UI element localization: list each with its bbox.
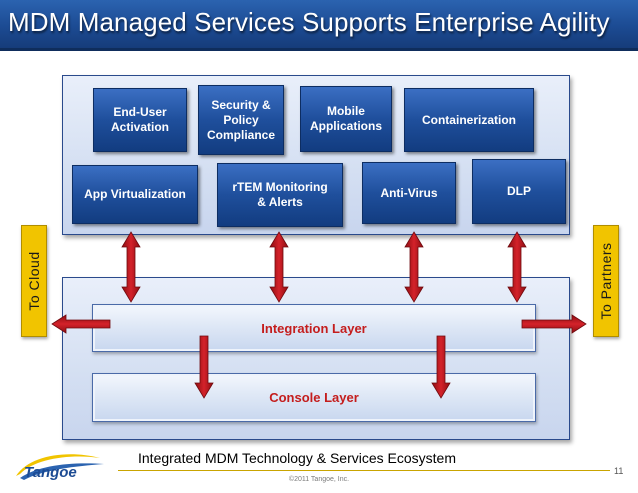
to-partners-tab: To Partners — [593, 225, 619, 337]
slide-title: MDM Managed Services Supports Enterprise… — [8, 7, 610, 37]
down-arrow-left — [194, 335, 214, 399]
mobile-applications-box: Mobile Applications — [300, 86, 392, 152]
to-cloud-tab: To Cloud — [21, 225, 47, 337]
containerization-box: Containerization — [404, 88, 534, 152]
ecosystem-caption: Integrated MDM Technology & Services Eco… — [138, 450, 456, 466]
dlp-box: DLP — [472, 159, 566, 224]
footer-divider — [118, 470, 610, 471]
console-layer: Console Layer — [92, 373, 536, 422]
tangoe-logo: Tangoe — [16, 454, 104, 481]
down-arrow-right — [431, 335, 451, 399]
integration-layer: Integration Layer — [92, 304, 536, 352]
left-arrow-to-cloud — [51, 314, 111, 334]
right-arrow-to-partners — [521, 314, 587, 334]
page-number: 11 — [614, 466, 624, 476]
rtem-monitoring-alerts-box: rTEM Monitoring & Alerts — [217, 163, 343, 227]
double-arrow-rtem-monitoring — [269, 231, 289, 303]
copyright-text: ©2011 Tangoe, Inc. — [288, 476, 350, 483]
double-arrow-dlp — [507, 231, 527, 303]
app-virtualization-box: App Virtualization — [72, 165, 198, 224]
anti-virus-box: Anti-Virus — [362, 162, 456, 224]
security-policy-compliance-box: Security & Policy Compliance — [198, 85, 284, 155]
double-arrow-anti-virus — [404, 231, 424, 303]
end-user-activation-box: End-User Activation — [93, 88, 187, 152]
double-arrow-app-virtualization — [121, 231, 141, 303]
title-bar: MDM Managed Services Supports Enterprise… — [0, 0, 638, 51]
logo-text: Tangoe — [24, 464, 77, 481]
